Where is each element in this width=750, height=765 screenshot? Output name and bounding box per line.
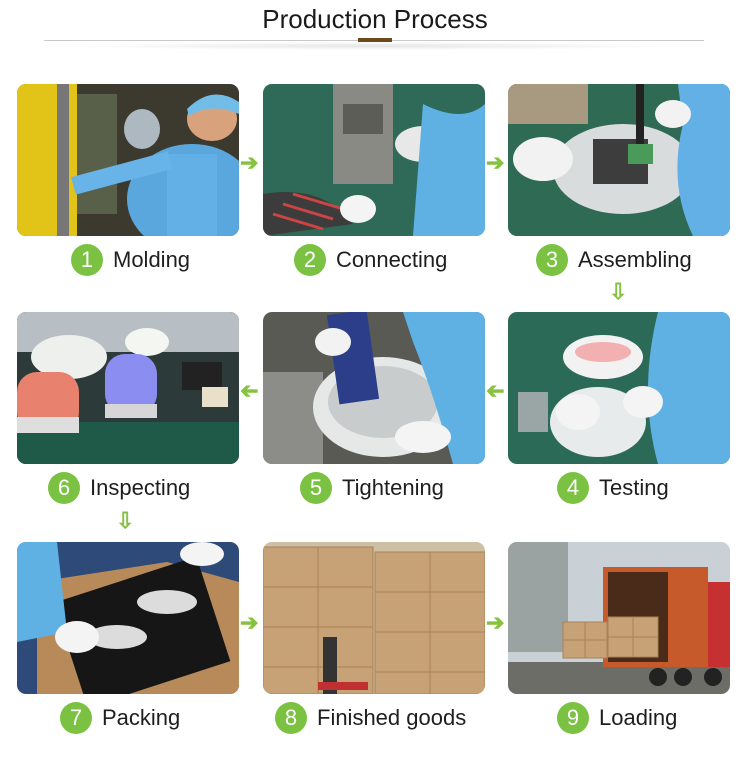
step-4-label: 4 Testing <box>557 471 669 505</box>
arrow-down-icon: ⇩ <box>116 508 135 533</box>
step-2-photo <box>263 84 485 236</box>
step-7-number-badge: 7 <box>60 702 92 734</box>
step-4-text: Testing <box>599 475 669 500</box>
arrow-left-icon: ➔ <box>240 378 259 403</box>
step-3-photo <box>508 84 730 236</box>
step-7-photo <box>17 542 239 694</box>
step-7-text: Packing <box>102 705 181 730</box>
step-5-label: 5 Tightening <box>300 471 444 505</box>
arrow-left-icon: ➔ <box>486 378 505 403</box>
step-5-number-badge: 5 <box>300 472 332 504</box>
step-6-photo <box>17 312 239 464</box>
step-6-text: Inspecting <box>90 475 191 500</box>
title-rule-accent <box>358 38 392 42</box>
step-7-label: 7 Packing <box>60 701 180 735</box>
step-2-text: Connecting <box>336 247 448 272</box>
page-title: Production Process <box>262 4 488 34</box>
step-2-label: 2 Connecting <box>294 243 447 277</box>
step-3-text: Assembling <box>578 247 692 272</box>
arrow-right-icon: ➔ <box>486 610 505 635</box>
step-8-photo <box>263 542 485 694</box>
step-6-label: 6 Inspecting <box>48 471 190 505</box>
step-8-label: 8 Finished goods <box>275 701 466 735</box>
step-9-label: 9 Loading <box>557 701 677 735</box>
step-5-photo <box>263 312 485 464</box>
step-4-photo <box>508 312 730 464</box>
step-1-label: 1 Molding <box>71 243 190 277</box>
arrow-right-icon: ➔ <box>486 150 505 175</box>
step-1-number-badge: 1 <box>71 244 103 276</box>
step-1-text: Molding <box>113 247 191 272</box>
step-1-photo <box>17 84 239 236</box>
step-4-number-badge: 4 <box>557 472 589 504</box>
arrow-right-icon: ➔ <box>240 150 259 175</box>
title-rule-shadow <box>60 42 690 50</box>
step-3-number-badge: 3 <box>536 244 568 276</box>
step-2-number-badge: 2 <box>294 244 326 276</box>
arrow-down-icon: ⇩ <box>609 279 628 304</box>
step-3-label: 3 Assembling <box>536 243 692 277</box>
step-8-number-badge: 8 <box>275 702 307 734</box>
step-5-text: Tightening <box>342 475 444 500</box>
step-6-number-badge: 6 <box>48 472 80 504</box>
step-9-text: Loading <box>599 705 678 730</box>
step-9-photo <box>508 542 730 694</box>
step-8-text: Finished goods <box>317 705 467 730</box>
arrow-right-icon: ➔ <box>240 610 259 635</box>
step-9-number-badge: 9 <box>557 702 589 734</box>
